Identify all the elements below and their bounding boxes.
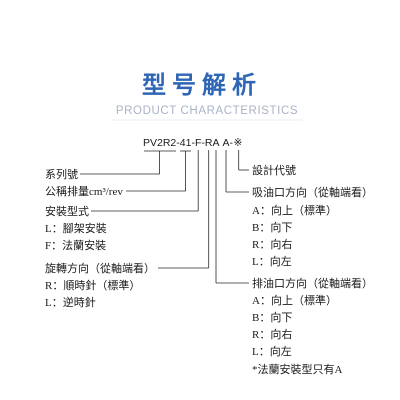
displacement-label: 公稱排量cm³/rev: [45, 184, 123, 198]
code-dash: -: [230, 137, 234, 149]
code-series: PV2R2: [143, 137, 176, 149]
code-discharge-port: A: [213, 137, 220, 149]
code-design: ※: [234, 137, 243, 149]
code-rotation: R: [205, 137, 213, 149]
suction-label: 吸油口方向（從軸端看）: [252, 185, 373, 199]
suction-option: L：向左: [252, 254, 292, 268]
page-title: 型号解析: [142, 71, 262, 99]
code-dash: -: [192, 137, 196, 149]
rotation-label: 旋轉方向（從軸端看）: [45, 261, 155, 275]
discharge-option: A：向上（標準）: [252, 293, 337, 307]
code-suction-port: A: [223, 137, 230, 149]
code-dash: -: [201, 137, 205, 149]
discharge-label: 排油口方向（從軸端看）: [252, 276, 373, 290]
mounting-option: L：腳架安裝: [45, 221, 107, 235]
design-label: 設計代號: [252, 163, 296, 177]
code-dash: -: [176, 137, 180, 149]
discharge-option: B：向下: [252, 310, 292, 324]
mounting-label: 安裝型式: [45, 204, 89, 218]
mounting-option: F：法蘭安裝: [45, 238, 106, 252]
page-subtitle: PRODUCT CHARACTERISTICS: [116, 105, 298, 117]
discharge-option: L：向左: [252, 344, 292, 358]
flange-note: *法蘭安裝型只有A: [252, 362, 342, 376]
left-labels: 系列號 公稱排量cm³/rev 安裝型式 L：腳架安裝 F：法蘭安裝 旋轉方向（…: [45, 167, 155, 309]
suction-option: R：向右: [252, 237, 292, 251]
connector-lines: [80, 150, 249, 284]
suction-option: B：向下: [252, 220, 292, 234]
rotation-option: L：逆時針: [45, 295, 96, 309]
discharge-option: R：向右: [252, 327, 292, 341]
right-labels: 設計代號 吸油口方向（從軸端看） A：向上（標準） B：向下 R：向右 L：向左…: [252, 163, 373, 376]
rotation-option: R：順時針（標準）: [45, 278, 140, 292]
code-mounting: F: [195, 137, 201, 149]
code-displacement: 41: [180, 137, 192, 149]
suction-option: A：向上（標準）: [252, 203, 337, 217]
model-code: PV2R2 - 41 - F - R A A - ※: [143, 137, 243, 149]
series-label: 系列號: [45, 167, 78, 181]
